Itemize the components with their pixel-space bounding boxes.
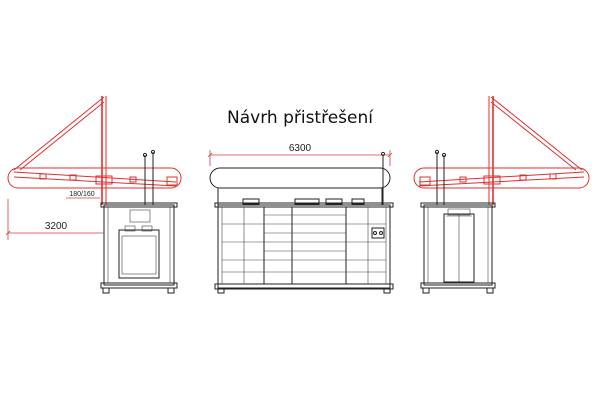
dimension-6300-label: 6300 xyxy=(289,143,312,154)
left-side-view: 3200 180/160 xyxy=(5,96,182,294)
right-canopy xyxy=(413,96,590,205)
right-container xyxy=(420,149,496,294)
front-canopy xyxy=(209,151,391,205)
right-side-view xyxy=(413,96,590,294)
front-view: 6300 xyxy=(207,143,394,294)
left-canopy xyxy=(7,96,182,205)
dimension-3200: 3200 xyxy=(5,199,104,240)
drawing-title: Návrh přistřešení xyxy=(227,108,374,128)
left-container xyxy=(100,149,178,294)
profile-label-text: 180/160 xyxy=(69,191,94,198)
profile-label: 180/160 xyxy=(66,191,100,199)
front-container xyxy=(214,198,394,294)
dimension-3200-label: 3200 xyxy=(45,221,68,232)
dimension-6300: 6300 xyxy=(207,143,393,166)
